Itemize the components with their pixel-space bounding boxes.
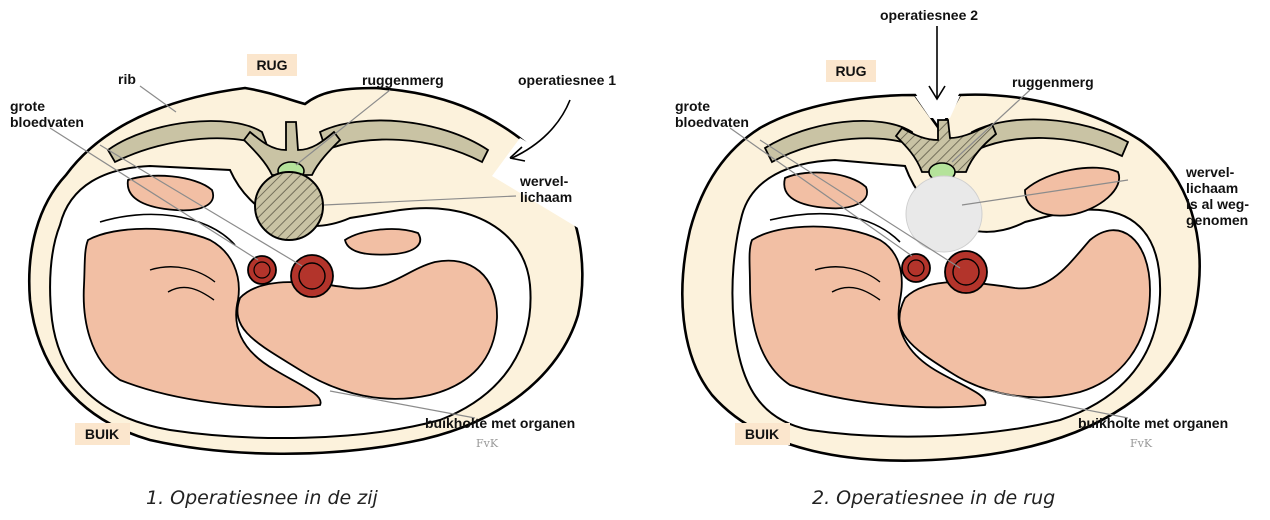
label-abdominal-cavity: buikholte met organen	[1078, 415, 1228, 431]
blood-vessel-large	[945, 251, 987, 293]
label-incision: operatiesnee 2	[880, 7, 978, 23]
caption-back-incision: 2. Operatiesnee in de rug	[812, 487, 1055, 509]
tag-belly: BUIK	[745, 426, 779, 442]
blood-vessel-small	[902, 254, 930, 282]
label-vessels-line2: bloedvaten	[10, 114, 84, 130]
label-vertebral-body-line2: lichaam	[520, 189, 572, 205]
label-spinal-cord: ruggenmerg	[362, 72, 444, 88]
blood-vessel-large	[291, 255, 333, 297]
anatomy-illustration: RUG BUIK rib grote bloedvaten ruggenmerg…	[0, 0, 1270, 480]
label-vertebral-body-line1: wervel-	[1185, 164, 1235, 180]
panel-side-incision: RUG BUIK rib grote bloedvaten ruggenmerg…	[10, 54, 616, 454]
signature: FvK	[1130, 437, 1153, 450]
label-vertebral-body-line3: is al weg-	[1186, 196, 1249, 212]
label-vessels-line1: grote	[675, 98, 710, 114]
blood-vessel-small	[248, 256, 276, 284]
label-incision: operatiesnee 1	[518, 72, 616, 88]
label-rib: rib	[118, 71, 136, 87]
label-vessels-line1: grote	[10, 98, 45, 114]
label-vessels-line2: bloedvaten	[675, 114, 749, 130]
label-vertebral-body-line2: lichaam	[1186, 180, 1238, 196]
label-vertebral-body-line4: genomen	[1186, 212, 1248, 228]
label-vertebral-body-line1: wervel-	[519, 173, 569, 189]
vertebral-body	[255, 172, 323, 240]
signature: FvK	[476, 437, 499, 450]
tag-back: RUG	[256, 57, 287, 73]
panel-back-incision: RUG BUIK operatiesnee 2 grote bloedvaten…	[675, 7, 1249, 461]
label-abdominal-cavity: buikholte met organen	[425, 415, 575, 431]
tag-back: RUG	[835, 63, 866, 79]
tag-belly: BUIK	[85, 426, 119, 442]
label-spinal-cord: ruggenmerg	[1012, 74, 1094, 90]
caption-side-incision: 1. Operatiesnee in de zij	[146, 487, 378, 509]
